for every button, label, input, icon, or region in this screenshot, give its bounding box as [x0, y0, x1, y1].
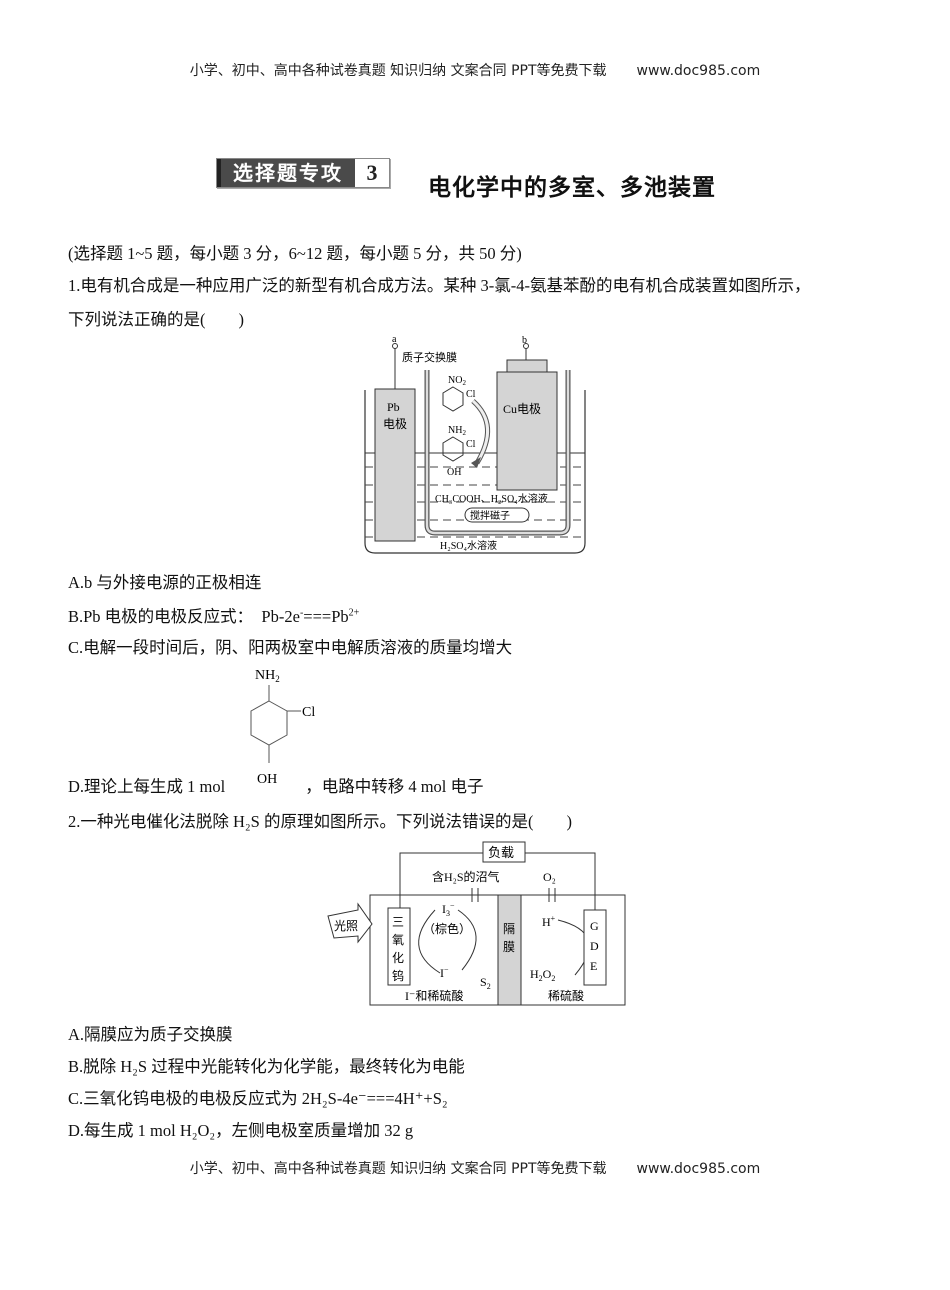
svg-text:光照: 光照 — [334, 919, 358, 933]
q2-option-a: A.隔膜应为质子交换膜 — [68, 1025, 233, 1044]
svg-text:化: 化 — [392, 951, 404, 965]
footer-url[interactable]: www.doc985.com — [636, 1161, 761, 1177]
svg-text:Cu电极: Cu电极 — [503, 402, 541, 416]
terminal-a: a — [392, 335, 397, 345]
svg-text:含H₂S的沼气: 含H₂S的沼气 — [432, 869, 500, 884]
q2-option-d: D.每生成 1 mol H₂O₂，左侧电极室质量增加 32 g — [68, 1121, 414, 1140]
svg-text:搅拌磁子: 搅拌磁子 — [470, 509, 510, 522]
svg-text:三: 三 — [392, 915, 404, 929]
svg-text:Cl: Cl — [466, 439, 476, 450]
svg-text:Pb: Pb — [387, 400, 400, 414]
svg-text:O₂: O₂ — [543, 870, 556, 884]
header-text: 小学、初中、高中各种试卷真题 知识归纳 文案合同 PPT等免费下载 — [189, 63, 607, 79]
q1-stem-line1: 1.电有机合成是一种应用广泛的新型有机合成方法。某种 3-氯-4-氨基苯酚的电有… — [68, 276, 811, 295]
svg-text:H2O2: H2O2 — [530, 967, 555, 983]
banner-number: 3 — [355, 159, 389, 187]
q2-photoelectrocatalysis-diagram: 隔膜 负载 含H₂S的沼气 O₂ 光照 三氧 化钨 I3− （棕色） I− S2… — [327, 841, 626, 1006]
section-banner: 选择题专攻 3 — [216, 158, 390, 188]
svg-text:I⁻和稀硫酸: I⁻和稀硫酸 — [405, 988, 463, 1003]
page-footer: 小学、初中、高中各种试卷真题 知识归纳 文案合同 PPT等免费下载 www.doc… — [0, 1158, 950, 1178]
svg-text:H₂SO₄水溶液: H₂SO₄水溶液 — [440, 539, 497, 552]
q1-option-a: A.b 与外接电源的正极相连 — [68, 573, 262, 592]
q1-option-b: B.Pb 电极的电极反应式： Pb-2e-===Pb2+ — [68, 607, 360, 626]
svg-text:钨: 钨 — [392, 968, 404, 983]
svg-text:D: D — [590, 939, 599, 953]
svg-text:负载: 负载 — [488, 845, 514, 860]
q2-stem: 2.一种光电催化法脱除 H₂S 的原理如图所示。下列说法错误的是( ) — [68, 812, 572, 831]
svg-text:CH₃COOH、H₂SO₄水溶液: CH₃COOH、H₂SO₄水溶液 — [435, 492, 548, 505]
svg-text:NO2: NO2 — [448, 375, 466, 387]
header-url[interactable]: www.doc985.com — [636, 63, 761, 79]
svg-text:H+: H+ — [542, 914, 556, 929]
q1-option-c: C.电解一段时间后，阴、阳两极室中电解质溶液的质量均增大 — [68, 638, 513, 657]
svg-text:E: E — [590, 959, 597, 973]
q2-option-c: C.三氧化钨电极的电极反应式为 2H₂S-4e⁻===4H⁺+S₂ — [68, 1089, 448, 1108]
svg-text:氧: 氧 — [392, 933, 404, 947]
svg-text:Cl: Cl — [466, 389, 476, 400]
banner-label: 选择题专攻 — [217, 159, 355, 187]
q1-option-d-structure: NH2 Cl OH — [250, 668, 315, 787]
svg-text:膜: 膜 — [503, 940, 515, 954]
instructions: (选择题 1~5 题，每小题 3 分，6~12 题，每小题 5 分，共 50 分… — [68, 244, 522, 263]
svg-text:NH2: NH2 — [255, 668, 280, 684]
q1-stem-line2: 下列说法正确的是( ) — [68, 310, 244, 329]
page-header: 小学、初中、高中各种试卷真题 知识归纳 文案合同 PPT等免费下载 www.doc… — [0, 60, 950, 80]
svg-text:（棕色）: （棕色） — [423, 921, 471, 936]
svg-text:稀硫酸: 稀硫酸 — [548, 988, 584, 1003]
svg-text:OH: OH — [447, 467, 461, 478]
q1-option-d: D.理论上每生成 1 mol，电路中转移 4 mol 电子 — [68, 777, 484, 796]
svg-text:Cl: Cl — [302, 705, 315, 720]
svg-text:S2: S2 — [480, 975, 491, 991]
svg-text:G: G — [590, 919, 599, 933]
footer-text: 小学、初中、高中各种试卷真题 知识归纳 文案合同 PPT等免费下载 — [189, 1161, 607, 1177]
svg-text:电极: 电极 — [383, 417, 407, 431]
q1-electrolysis-diagram: a 质子交换膜 Pb 电极 b Cu电极 NO2 Cl NH2 Cl OH CH… — [364, 335, 586, 554]
membrane-label: 质子交换膜 — [402, 350, 457, 364]
svg-text:I−: I− — [440, 965, 449, 980]
svg-text:NH2: NH2 — [448, 425, 466, 437]
svg-text:OH: OH — [257, 772, 277, 787]
svg-text:b: b — [522, 335, 527, 346]
page-title: 电化学中的多室、多池装置 — [428, 175, 716, 201]
svg-text:隔: 隔 — [503, 922, 515, 936]
svg-text:I3−: I3− — [442, 901, 455, 918]
q2-option-b: B.脱除 H₂S 过程中光能转化为化学能，最终转化为电能 — [68, 1057, 465, 1076]
